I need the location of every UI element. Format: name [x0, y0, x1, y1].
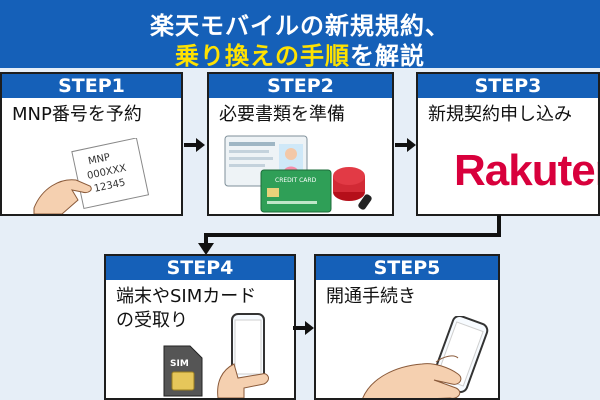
step3-card: STEP3 新規契約申し込み Rakuten — [416, 72, 600, 216]
step3-text: 新規契約申し込み — [428, 104, 572, 125]
documents-icon: CREDIT CARD — [224, 135, 372, 213]
step4-text-line1: 端末やSIMカード — [116, 286, 257, 307]
title-line2: 乗り換えの手順を解説 — [0, 36, 600, 71]
title-banner: 楽天モバイルの新規規約、 乗り換えの手順を解説 — [0, 0, 600, 71]
hand-holding-phone-icon — [217, 313, 269, 398]
step1-text: MNP番号を予約 — [12, 104, 142, 125]
step2-card: STEP2 必要書類を準備 CREDIT CARD — [207, 72, 394, 216]
step3-caption: STEP3 — [418, 74, 598, 98]
title-line1: 楽天モバイルの新規規約、 — [150, 12, 450, 40]
step4-text-line2: の受取り — [116, 310, 188, 331]
step5-text: 開通手続き — [326, 286, 416, 307]
arrow-right-icon — [293, 321, 314, 335]
hand-using-phone-icon — [362, 316, 489, 398]
step5-card: STEP5 開通手続き — [314, 254, 500, 400]
sim-card-icon: SIM — [163, 345, 203, 397]
arrow-right-icon — [184, 138, 205, 152]
sim-label: SIM — [170, 359, 189, 369]
step4-text: 端末やSIMカード の受取り — [116, 285, 256, 333]
step5-caption: STEP5 — [316, 256, 498, 280]
step2-caption: STEP2 — [209, 74, 392, 98]
step2-text: 必要書類を準備 — [219, 104, 345, 125]
title-highlight: 乗り換えの手順 — [175, 42, 350, 70]
rakuten-logo: Rakuten — [454, 146, 598, 195]
step1-caption: STEP1 — [2, 74, 181, 98]
step1-card: STEP1 MNP番号を予約 MNP 000XXX 12345 — [0, 72, 183, 216]
credit-card-label: CREDIT CARD — [275, 177, 317, 184]
arrow-right-icon — [395, 138, 416, 152]
hand-holding-paper-icon: MNP 000XXX 12345 — [33, 138, 150, 214]
paper-line1: MNP — [87, 152, 111, 167]
title-rest: を解説 — [350, 42, 425, 70]
arrow-down-connector-icon — [198, 215, 501, 255]
step4-caption: STEP4 — [106, 256, 294, 280]
step4-card: STEP4 端末やSIMカード の受取り SIM — [104, 254, 296, 400]
